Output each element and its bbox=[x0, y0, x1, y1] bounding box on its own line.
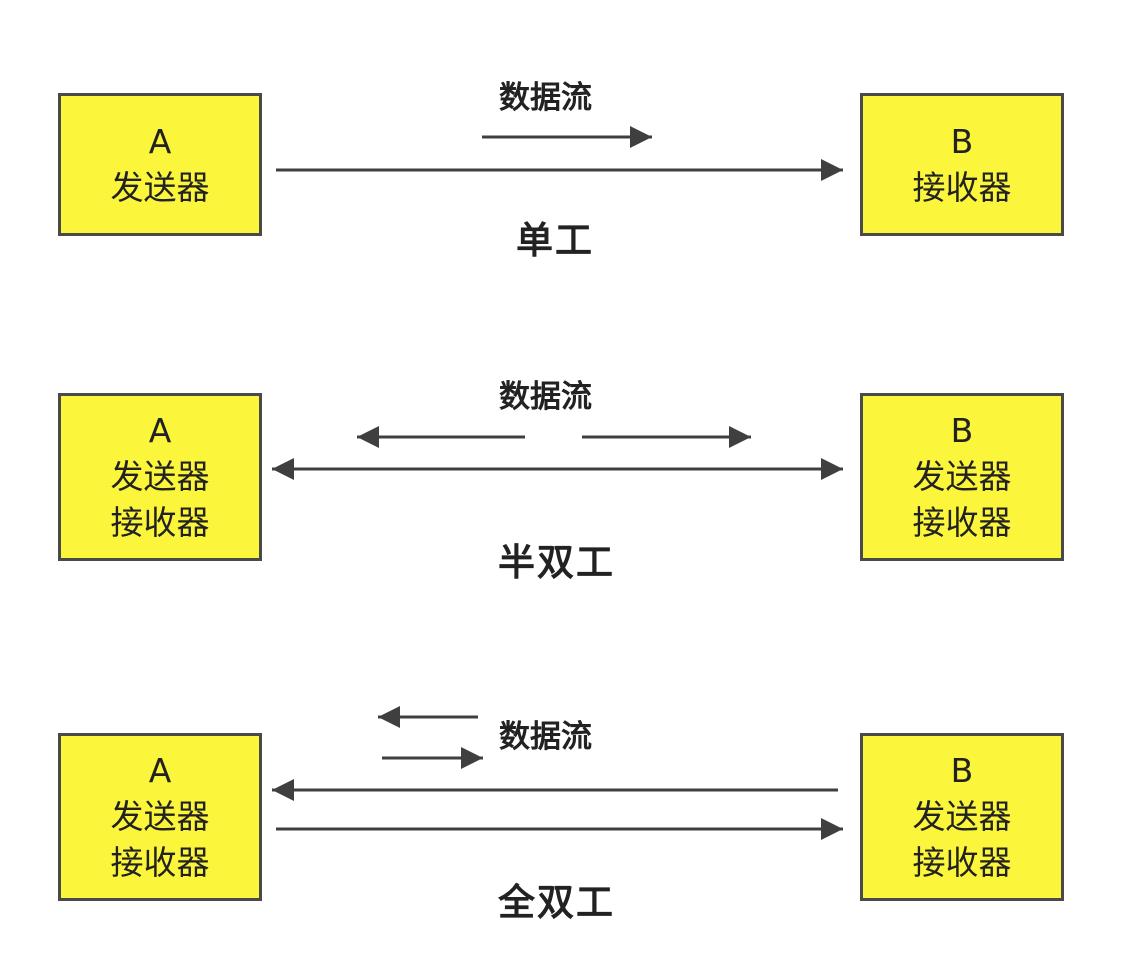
half-duplex-node-b: B 发送器 接收器 bbox=[860, 393, 1064, 561]
simplex-flow-label: 数据流 bbox=[499, 80, 592, 116]
simplex-mode-label: 单工 bbox=[516, 219, 594, 262]
simplex-node-a: A 发送器 bbox=[58, 93, 262, 236]
half-duplex-node-b-name: B bbox=[950, 411, 974, 450]
half-duplex-arrows bbox=[272, 426, 843, 480]
full-duplex-node-b-name: B bbox=[950, 751, 974, 790]
half-duplex-node-a-role2: 接收器 bbox=[110, 503, 210, 542]
half-duplex-mode-label: 半双工 bbox=[498, 541, 615, 584]
simplex-node-a-role1: 发送器 bbox=[110, 167, 210, 207]
full-duplex-node-b-role2: 接收器 bbox=[912, 843, 1012, 882]
half-duplex-node-b-role1: 发送器 bbox=[912, 457, 1012, 496]
full-duplex-flow-label: 数据流 bbox=[499, 719, 592, 755]
simplex-node-a-name: A bbox=[148, 121, 172, 161]
simplex-node-b-name: B bbox=[950, 121, 974, 161]
half-duplex-node-a: A 发送器 接收器 bbox=[58, 393, 262, 561]
full-duplex-arrows bbox=[272, 706, 843, 840]
full-duplex-node-b: B 发送器 接收器 bbox=[860, 733, 1064, 901]
half-duplex-flow-label: 数据流 bbox=[499, 379, 592, 415]
half-duplex-node-a-role1: 发送器 bbox=[110, 457, 210, 496]
full-duplex-node-a-name: A bbox=[148, 751, 172, 790]
simplex-node-b: B 接收器 bbox=[860, 93, 1064, 236]
full-duplex-node-b-role1: 发送器 bbox=[912, 797, 1012, 836]
full-duplex-node-a: A 发送器 接收器 bbox=[58, 733, 262, 901]
full-duplex-node-a-role2: 接收器 bbox=[110, 843, 210, 882]
half-duplex-node-b-role2: 接收器 bbox=[912, 503, 1012, 542]
full-duplex-node-a-role1: 发送器 bbox=[110, 797, 210, 836]
half-duplex-node-a-name: A bbox=[148, 411, 172, 450]
simplex-arrows bbox=[276, 126, 843, 181]
simplex-node-b-role1: 接收器 bbox=[912, 167, 1012, 207]
full-duplex-mode-label: 全双工 bbox=[498, 881, 615, 924]
